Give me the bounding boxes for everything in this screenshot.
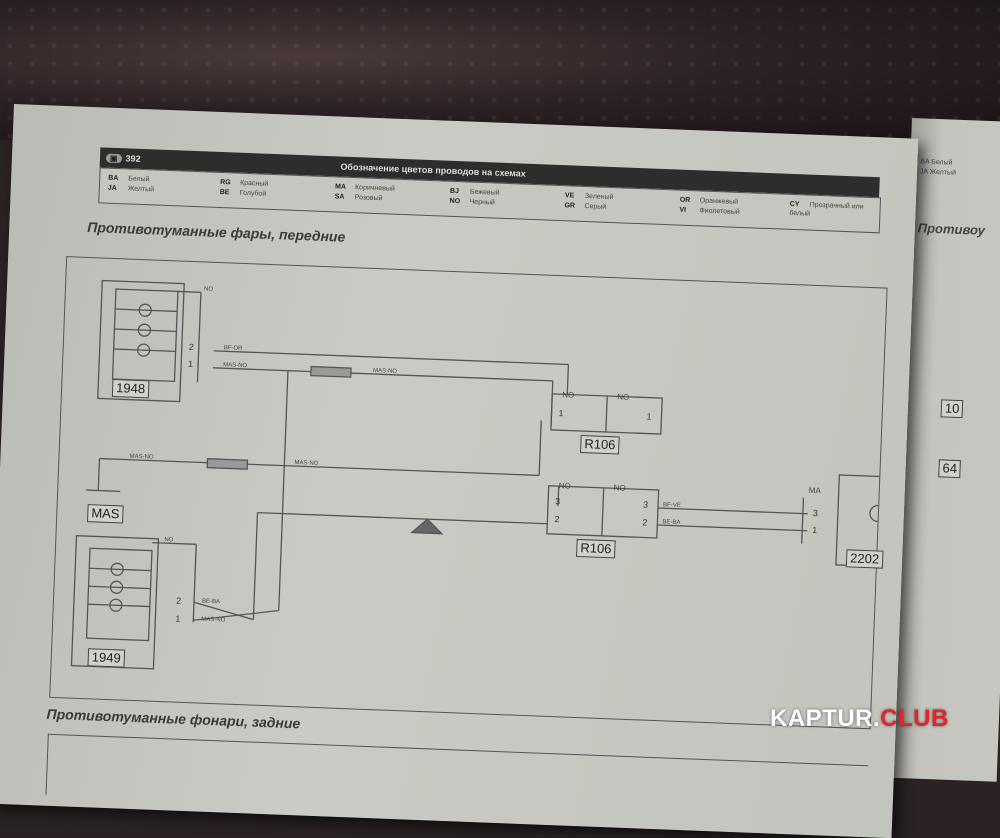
wire-label: BE-BA [201,598,221,606]
wire-label: MAS-NO [201,616,226,624]
relay-bottom-label: R106 [576,538,616,559]
relay-top-label: R106 [580,434,620,455]
pin-number: 2 [642,517,648,528]
wiring-lines [70,279,887,670]
pin-number: 1 [558,408,564,419]
wire-label: BE-BA [662,519,681,526]
wire-label: NO [203,286,214,293]
right-section-title: Противоу [917,220,986,238]
wiring-diagram: 1948 MAS R106 R106 2202 1949 NO BF-OR MA… [49,256,888,730]
header-title: Обозначение цветов проводов на схемах [340,161,527,179]
rear-fog-diagram [45,733,869,827]
pin-number: 1 [812,524,818,536]
wire-label: NO [558,481,571,491]
section-title-rear-fog: Противотуманные фонари, задние [46,705,301,732]
pin-number: 3 [554,496,561,507]
section-title-front-fog: Противотуманные фары, передние [87,218,346,245]
pin-number: 2 [188,341,195,353]
wire-label: MAS-NO [294,460,319,467]
wire-label: BF-OR [223,345,243,352]
pin-number: 2 [554,514,560,525]
pin-number: 1 [175,613,181,624]
wire-label: NO [613,483,626,493]
lamp-1948-label: 1948 [111,378,150,399]
ground-label: MAS [87,504,124,524]
section-badge: ▣ [105,153,122,163]
wire-label: NO [164,537,174,544]
pin-number: 1 [646,411,652,422]
watermark-logo: KAPTUR.CLUB [770,705,949,732]
lamp-1949-label: 1949 [87,648,126,668]
pin-number: 2 [175,595,182,606]
pin-number: 3 [812,507,819,519]
pin-number: 3 [642,499,649,510]
pin-number: 1 [187,358,194,370]
wire-label: MAS-NO [129,453,154,461]
right-box-10: 10 [940,399,964,419]
right-box-64: 64 [938,459,962,479]
wire-label: MA [808,485,821,496]
right-legend-ba: BA Белый [920,158,953,167]
manual-page: ▣ 392 Обозначение цветов проводов на схе… [0,104,919,838]
wire-label: NO [562,390,575,400]
page-number: 392 [125,153,141,164]
right-legend-ja: JA Желтый [919,168,957,177]
switch-label: 2202 [845,549,884,569]
wire-label: MAS-NO [372,367,398,375]
wire-label: MAS-NO [223,362,248,370]
wire-label: NO [617,392,630,402]
wire-label: BF-VE [662,502,681,509]
